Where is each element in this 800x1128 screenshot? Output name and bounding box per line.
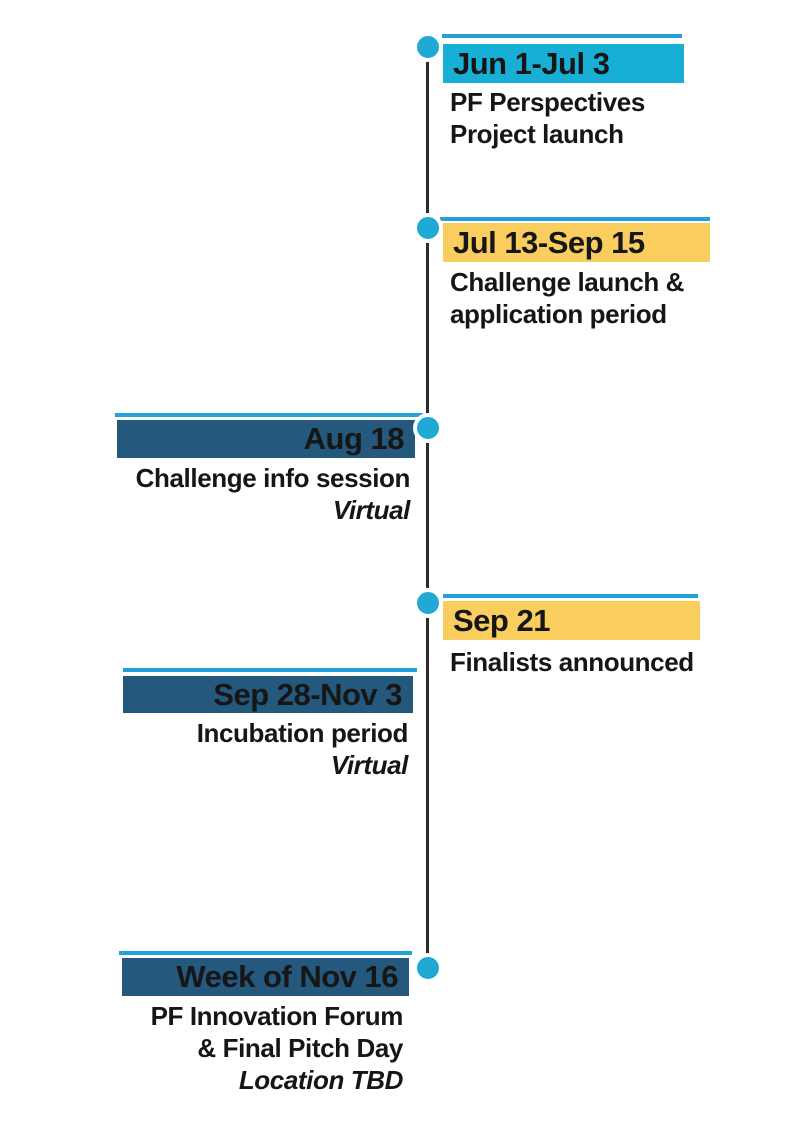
event-date: Jul 13-Sep 15 <box>453 224 645 260</box>
event-description: PF Innovation Forum & Final Pitch Day Lo… <box>150 1000 404 1096</box>
timeline-dot <box>413 588 443 618</box>
event-date: Week of Nov 16 <box>176 959 398 994</box>
event-desc-line: & Final Pitch Day <box>197 1033 403 1063</box>
event-desc-italic: Location TBD <box>238 1065 404 1095</box>
event-desc-italic: Virtual <box>330 750 409 780</box>
event-desc-line: Incubation period <box>196 718 409 748</box>
event-desc-line: Project launch <box>450 119 624 149</box>
event-description: Finalists announced <box>450 646 694 678</box>
timeline-dot <box>413 413 443 443</box>
timeline-dot <box>413 32 443 62</box>
event-accent-line <box>119 951 412 955</box>
event-date: Sep 28-Nov 3 <box>213 676 402 712</box>
event-description: Incubation period Virtual <box>196 717 409 781</box>
timeline-line <box>426 47 429 968</box>
event-date-bar: Jul 13-Sep 15 <box>443 223 710 262</box>
event-desc-line: application period <box>450 299 667 329</box>
event-date: Sep 21 <box>453 602 550 638</box>
event-desc-line: Finalists announced <box>450 647 694 677</box>
event-description: Challenge info session Virtual <box>135 462 411 526</box>
event-accent-line <box>442 34 682 38</box>
event-desc-line: PF Innovation Forum <box>150 1001 404 1031</box>
event-desc-italic: Virtual <box>332 495 411 525</box>
event-accent-line <box>443 594 698 598</box>
timeline-dot <box>413 213 443 243</box>
event-desc-line: Challenge launch & <box>450 267 685 297</box>
timeline-dot <box>413 953 443 983</box>
event-description: PF Perspectives Project launch <box>450 86 645 150</box>
event-desc-line: Challenge info session <box>135 463 411 493</box>
event-accent-line <box>123 668 417 672</box>
event-date-bar: Sep 21 <box>443 601 700 640</box>
event-accent-line <box>115 413 423 417</box>
event-accent-line <box>440 217 710 221</box>
event-date-bar: Jun 1-Jul 3 <box>443 44 684 83</box>
event-date-bar: Week of Nov 16 <box>122 958 409 996</box>
event-desc-line: PF Perspectives <box>450 87 645 117</box>
event-date: Jun 1-Jul 3 <box>453 45 610 81</box>
event-date-bar: Sep 28-Nov 3 <box>123 676 413 713</box>
event-date-bar: Aug 18 <box>117 420 415 458</box>
event-date: Aug 18 <box>303 421 405 456</box>
event-description: Challenge launch & application period <box>450 266 684 330</box>
